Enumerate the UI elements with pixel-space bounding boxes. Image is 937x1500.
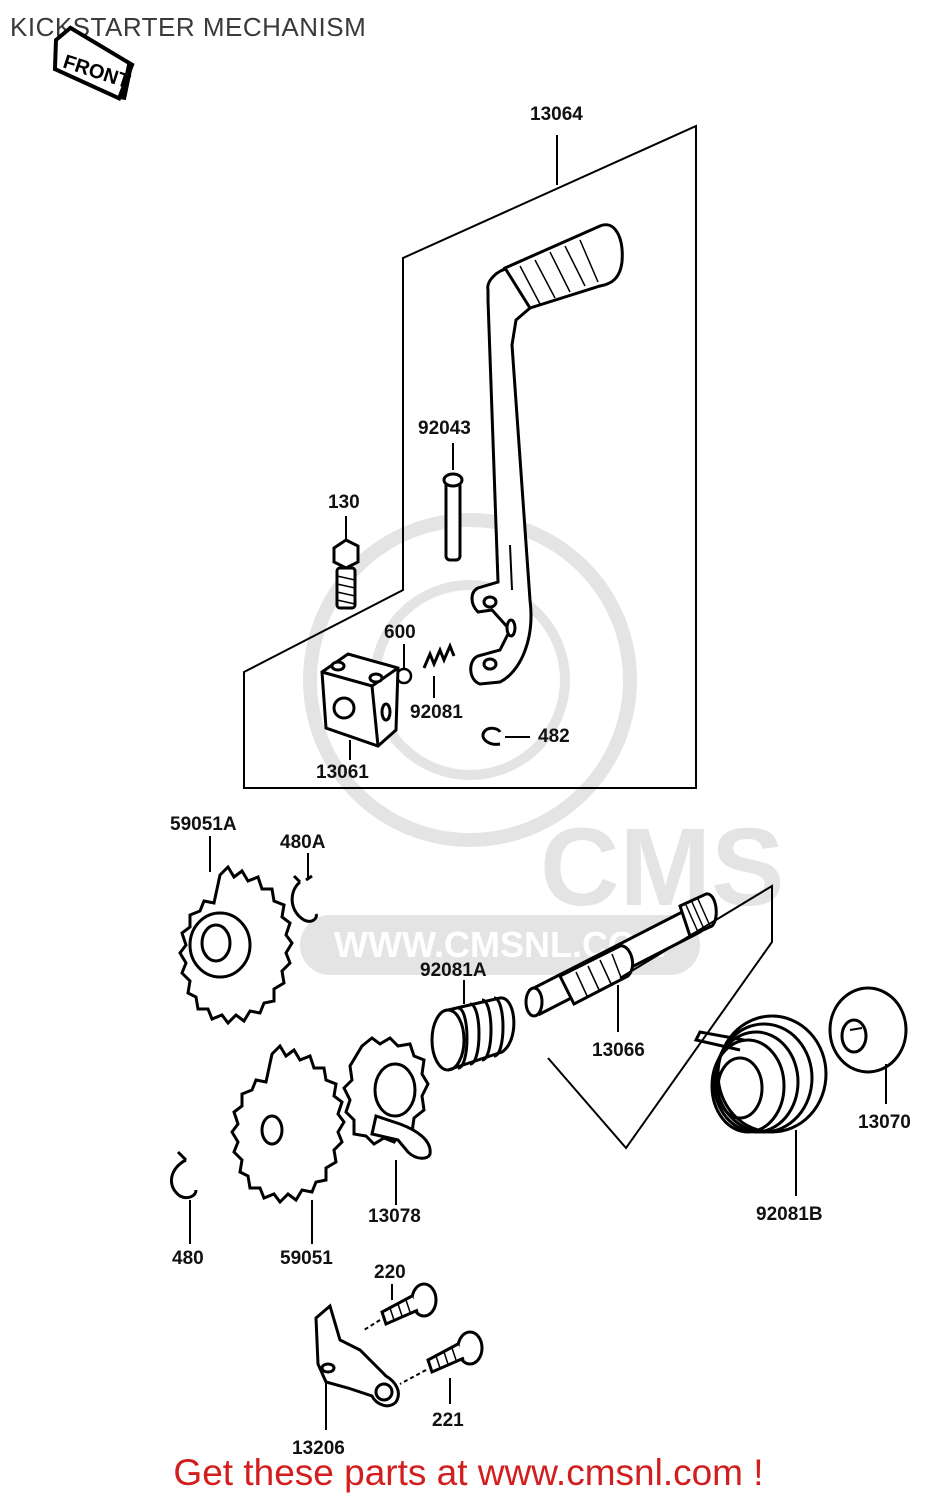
- kick-pedal-lever: [469, 223, 624, 686]
- label-480A: 480A: [280, 832, 326, 853]
- detent-spring: [422, 642, 456, 698]
- assembly-outline: [243, 124, 697, 789]
- label-13078: 13078: [368, 1206, 421, 1227]
- watermark-brand: CMS: [540, 806, 784, 929]
- label-221: 221: [432, 1410, 464, 1431]
- kick-gear-59051A: [178, 836, 294, 1026]
- detent-ball: [395, 644, 413, 685]
- label-220: 220: [374, 1262, 406, 1283]
- ratchet-spring: [430, 980, 516, 1072]
- pivot-pin: [442, 443, 464, 562]
- label-92081A: 92081A: [420, 960, 487, 981]
- label-13064: 13064: [530, 104, 583, 125]
- label-92081: 92081: [410, 702, 463, 723]
- promo-link[interactable]: Get these parts at www.cmsnl.com !: [173, 1452, 764, 1493]
- clamp-bolt: [332, 516, 360, 610]
- guide-screw-221: [399, 1330, 484, 1404]
- label-13206: 13206: [292, 1438, 345, 1459]
- circlip-482: [481, 726, 530, 746]
- label-600: 600: [384, 622, 416, 643]
- guide-bolt-220: [363, 1282, 438, 1331]
- kick-shaft: [524, 884, 773, 1150]
- label-13070: 13070: [858, 1112, 911, 1133]
- circlip-480A: [290, 853, 318, 923]
- label-13061: 13061: [316, 762, 369, 783]
- front-badge: FRONT: [52, 25, 135, 102]
- circlip-480: [170, 1150, 198, 1244]
- kick-boss: [320, 652, 400, 760]
- label-130: 130: [328, 492, 360, 513]
- label-59051A: 59051A: [170, 814, 237, 835]
- label-92043: 92043: [418, 418, 471, 439]
- label-482: 482: [538, 726, 570, 747]
- label-480: 480: [172, 1248, 204, 1269]
- kick-ratchet: [342, 1036, 432, 1205]
- label-13066: 13066: [592, 1040, 645, 1061]
- shaft-collar: [828, 986, 908, 1104]
- label-92081B: 92081B: [756, 1204, 823, 1225]
- return-spring: [693, 1014, 828, 1196]
- ratchet-guide: [314, 1303, 400, 1430]
- label-59051: 59051: [280, 1248, 333, 1269]
- kick-gear-59051: [230, 1043, 346, 1244]
